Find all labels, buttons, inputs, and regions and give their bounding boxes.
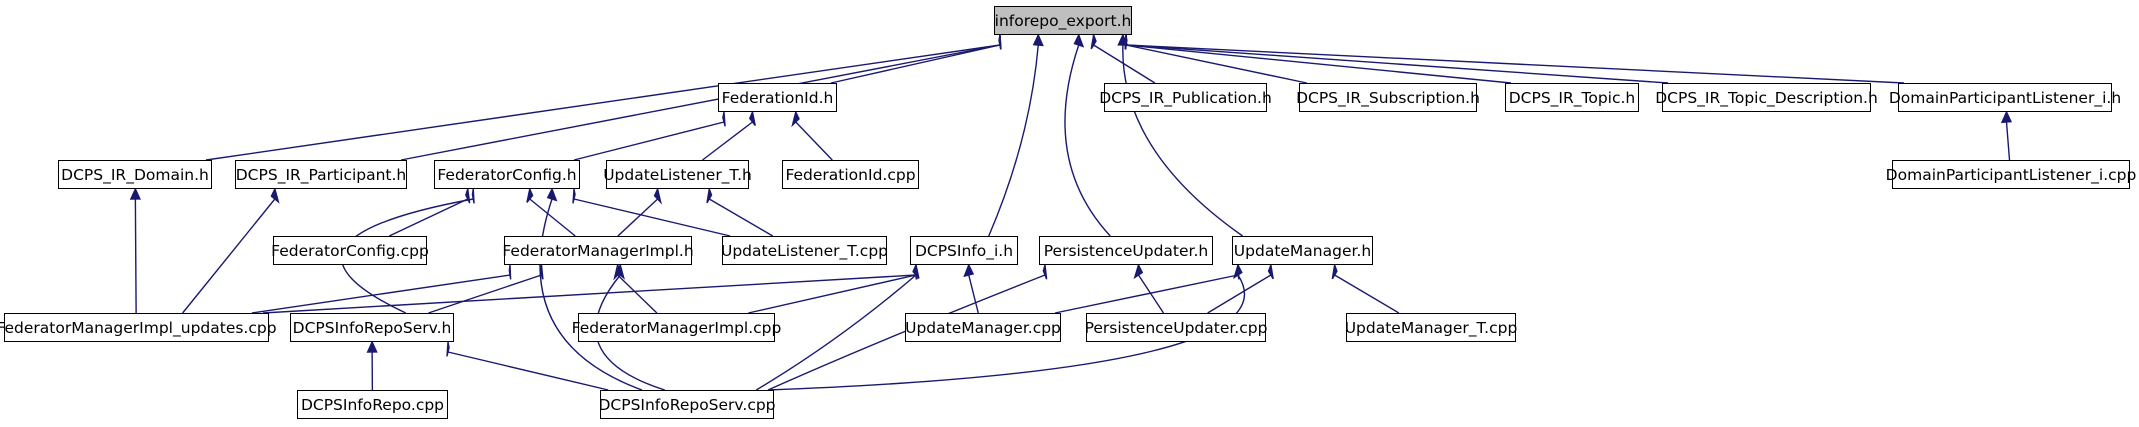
node-dcps-ir-subscription-h[interactable]: DCPS_IR_Subscription.h	[1296, 83, 1480, 112]
edge-n14-to-n10	[617, 198, 659, 237]
node-persistenceupdater-cpp[interactable]: PersistenceUpdater.cpp	[1085, 313, 1267, 342]
arrowhead-n20-to-n9	[471, 188, 475, 204]
edge-n3-to-n0	[1125, 44, 1307, 84]
edge-n26-to-n18	[767, 274, 1246, 391]
node-dcps-ir-topic-description-h[interactable]: DCPS_IR_Topic_Description.h	[1655, 83, 1878, 112]
arrowhead-n19-to-n8	[270, 187, 280, 204]
arrowhead-n26-to-n9	[546, 187, 558, 202]
edge-n23-to-n17	[1137, 274, 1165, 314]
edge-n22-to-n18	[1054, 274, 1239, 314]
arrowhead-n19-to-n14	[508, 264, 512, 280]
edge-n26-to-n17	[767, 274, 1046, 391]
node-updatemanager-h[interactable]: UpdateManager.h	[1232, 236, 1373, 265]
node-dcps-ir-topic-h[interactable]: DCPS_IR_Topic.h	[1505, 83, 1639, 112]
edge-n19-to-n16	[262, 274, 917, 314]
node-dcpsinforeposerv-cpp[interactable]: DCPSInfoRepoServ.cpp	[598, 390, 776, 419]
arrowhead-n26-to-n16	[912, 262, 920, 279]
edge-n7-to-n0	[205, 44, 1001, 161]
edge-n12-to-n6	[2005, 121, 2011, 161]
arrowhead-n18-to-n0	[1117, 33, 1129, 46]
edge-n23-to-n18	[1207, 274, 1272, 314]
arrowhead-n9-to-n1	[722, 111, 726, 127]
edge-n26-to-n9	[539, 198, 643, 391]
node-dcpsinfo-i-h[interactable]: DCPSInfo_i.h	[910, 236, 1018, 265]
arrowhead-n23-to-n18	[1267, 262, 1274, 280]
edge-n4-to-n0	[1125, 44, 1512, 84]
arrowhead-n26-to-n18	[1233, 263, 1243, 280]
arrowhead-n14-to-n9	[526, 186, 534, 203]
edge-n22-to-n16	[968, 274, 979, 314]
node-dcps-ir-participant-h[interactable]: DCPS_IR_Participant.h	[235, 160, 407, 189]
node-dcpsinforepo-cpp[interactable]: DCPSInfoRepo.cpp	[297, 390, 448, 419]
arrowhead-n2-to-n0	[1090, 32, 1097, 50]
edge-n14-to-n9	[529, 198, 576, 237]
edge-n9-to-n1	[573, 121, 725, 161]
edge-n13-to-n9	[388, 198, 469, 237]
node-dcps-ir-publication-h[interactable]: DCPS_IR_Publication.h	[1099, 83, 1272, 112]
node-federatorconfig-h[interactable]: FederatorConfig.h	[434, 160, 580, 189]
edge-n11-to-n1	[795, 121, 833, 161]
arrowhead-n17-to-n0	[1073, 33, 1085, 48]
edge-n6-to-n0	[1125, 44, 1905, 84]
arrowhead-n16-to-n0	[1032, 33, 1044, 47]
arrowhead-n20-to-n14	[539, 264, 544, 280]
arrowhead-n23-to-n17	[1133, 263, 1144, 280]
node-updatemanager-cpp[interactable]: UpdateManager.cpp	[905, 313, 1061, 342]
arrowhead-n26-to-n14	[615, 263, 625, 280]
arrowhead-n26-to-n17	[1042, 264, 1048, 280]
edge-n19-to-n14	[251, 274, 511, 314]
edge-n18-to-n0	[1122, 44, 1244, 237]
edge-n20-to-n14	[428, 274, 542, 314]
arrowhead-n11-to-n1	[791, 109, 800, 128]
arrowhead-n24-to-n18	[1331, 262, 1338, 280]
node-federatormanagerimpl-cpp[interactable]: FederatorManagerImpl.cpp	[572, 313, 781, 342]
edge-n8-to-n0	[400, 44, 1001, 161]
edge-n19-to-n8	[182, 198, 276, 314]
edge-n24-to-n18	[1334, 274, 1400, 314]
node-federatorconfig-cpp[interactable]: FederatorConfig.cpp	[271, 236, 429, 265]
node-federatormanagerimpl-updates-cpp[interactable]: FederatorManagerImpl_updates.cpp	[0, 313, 277, 342]
node-inforepo-export-h: inforepo_export.h	[994, 6, 1132, 35]
edge-n21-to-n14	[617, 274, 658, 314]
arrowhead-n15-to-n9	[572, 188, 576, 204]
arrowhead-n8-to-n0	[998, 34, 1002, 50]
edge-n2-to-n0	[1093, 44, 1156, 84]
node-dcps-ir-domain-h[interactable]: DCPS_IR_Domain.h	[58, 160, 212, 189]
edge-n26-to-n16	[755, 274, 917, 391]
node-updatelistener-t-h[interactable]: UpdateListener_T.h	[603, 160, 752, 189]
arrowhead-n15-to-n10	[706, 186, 713, 204]
node-updatemanager-t-cpp[interactable]: UpdateManager_T.cpp	[1345, 313, 1517, 342]
arrowhead-n25-to-n20	[366, 340, 378, 353]
node-federationid-cpp[interactable]: FederationId.cpp	[782, 160, 919, 189]
arrowhead-n19-to-n7	[129, 187, 141, 200]
edge-n16-to-n0	[988, 44, 1039, 237]
edge-n17-to-n0	[1064, 44, 1111, 237]
edge-n26-to-n20	[447, 351, 609, 391]
node-dcpsinforeposerv-h[interactable]: DCPSInfoRepoServ.h	[290, 313, 454, 342]
edge-n1-to-n0	[830, 44, 1001, 84]
node-domainparticipantlistener-i-cpp[interactable]: DomainParticipantListener_i.cpp	[1886, 160, 2136, 189]
edge-n21-to-n16	[748, 274, 917, 314]
arrowhead-n14-to-n10	[653, 186, 662, 205]
arrowhead-n22-to-n16	[963, 263, 975, 278]
arrowhead-n26-to-n20	[446, 341, 450, 357]
arrowhead-n12-to-n6	[2000, 110, 2013, 124]
node-updatelistener-t-cpp[interactable]: UpdateListener_T.cpp	[721, 236, 888, 265]
node-domainparticipantlistener-i-h[interactable]: DomainParticipantListener_i.h	[1889, 83, 2121, 112]
arrowhead-n10-to-n1	[748, 109, 756, 127]
edge-n15-to-n10	[708, 198, 774, 237]
edge-n5-to-n0	[1125, 44, 1669, 84]
edge-n19-to-n7	[134, 198, 137, 314]
edge-n10-to-n1	[702, 121, 753, 161]
node-federationid-h[interactable]: FederationId.h	[718, 83, 837, 112]
edge-n15-to-n9	[573, 198, 731, 237]
node-federatormanagerimpl-h[interactable]: FederatorManagerImpl.h	[502, 236, 694, 265]
node-persistenceupdater-h[interactable]: PersistenceUpdater.h	[1039, 236, 1213, 265]
